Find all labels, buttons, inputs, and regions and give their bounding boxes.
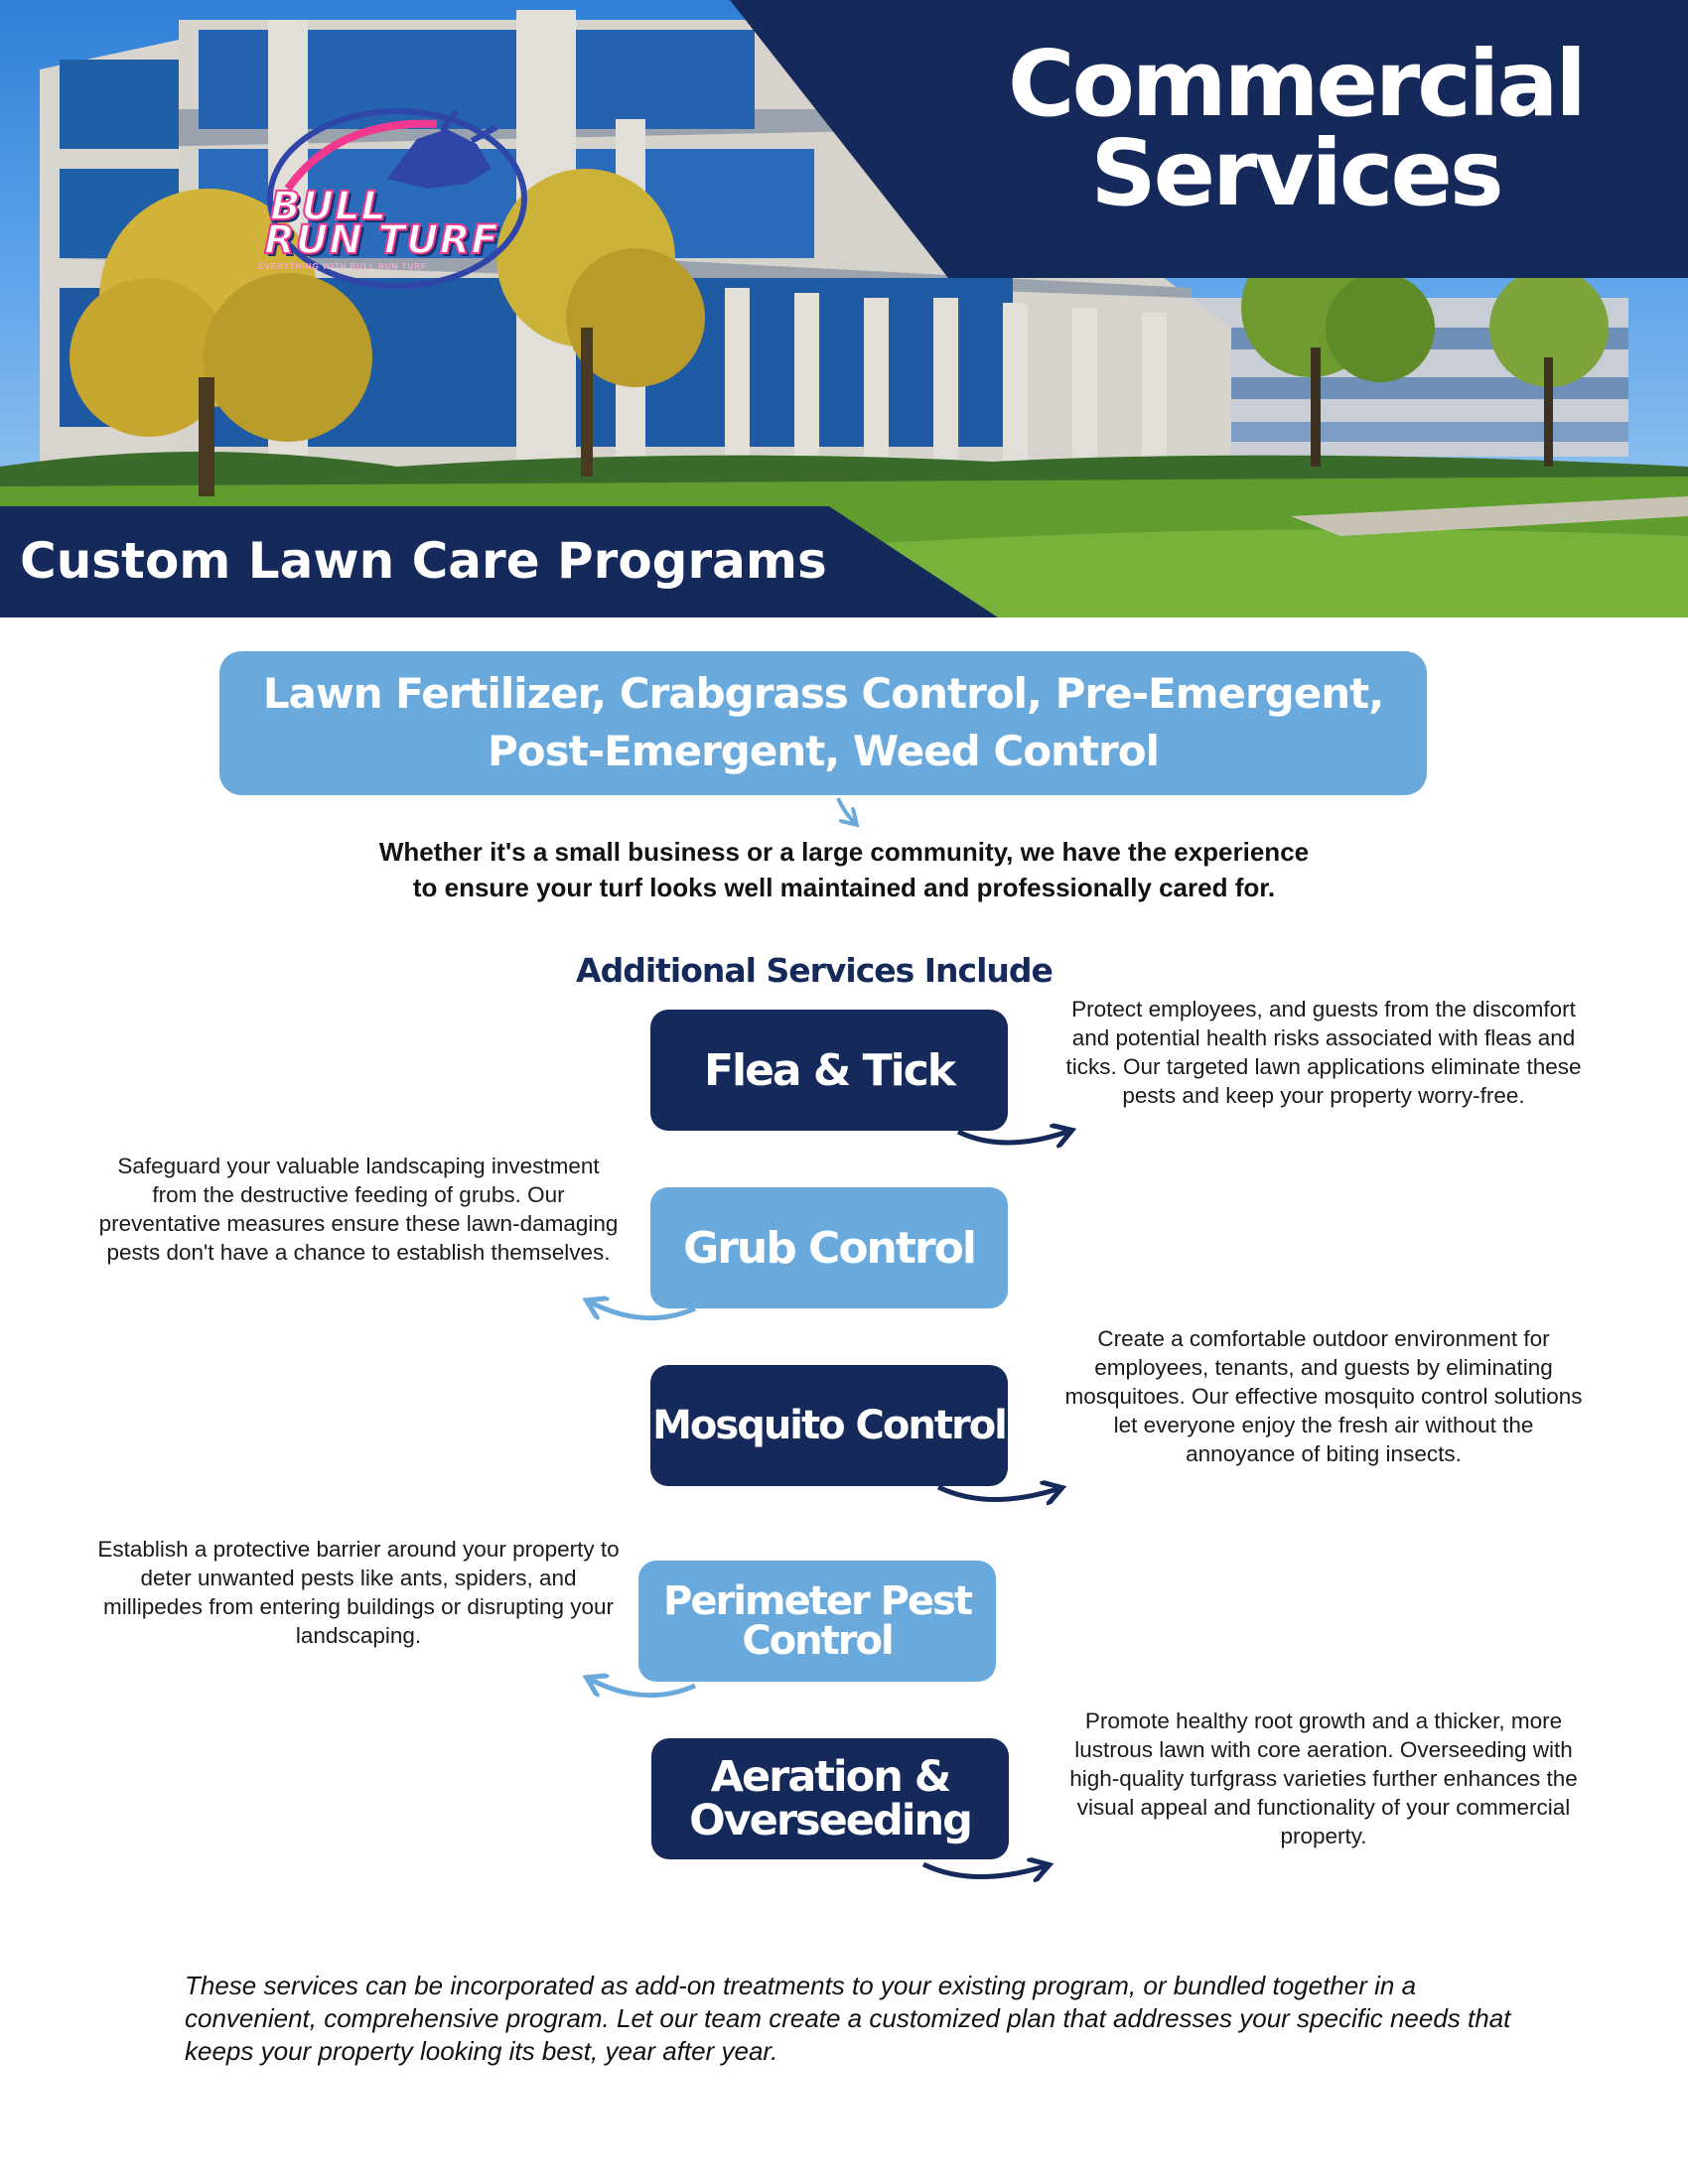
flea-tick-description: Protect employees, and guests from the d… xyxy=(1065,997,1582,1108)
intro-line2: to ensure your turf looks well maintaine… xyxy=(412,873,1276,902)
perimeter-pest-arrow xyxy=(591,1680,697,1699)
mosquito-control-card: Mosquito Control xyxy=(650,1365,1008,1486)
perimeter-pest-title-line2: Control xyxy=(742,1618,894,1664)
logo-line2: RUN TURF xyxy=(263,217,499,263)
banner-down-arrow xyxy=(836,797,854,822)
perimeter-pest-card: Perimeter Pest Control xyxy=(638,1561,996,1682)
core-services-line1: Lawn Fertilizer, Crabgrass Control, Pre-… xyxy=(262,669,1384,718)
mosquito-control-description: Create a comfortable outdoor environment… xyxy=(1064,1326,1583,1466)
perimeter-pest-title-line1: Perimeter Pest xyxy=(663,1578,973,1624)
intro-text: Whether it's a small business or a large… xyxy=(298,834,1390,905)
hero-banner: Commercial Services Custom Lawn Care Pro… xyxy=(0,0,1688,617)
logo-line1: BULL xyxy=(269,184,387,229)
mosquito-control-title: Mosquito Control xyxy=(652,1403,1008,1448)
grub-control-card: Grub Control xyxy=(650,1187,1008,1308)
additional-services-heading: Additional Services Include xyxy=(576,951,1054,990)
aeration-arrow xyxy=(921,1864,1045,1877)
core-services-banner: Lawn Fertilizer, Crabgrass Control, Pre-… xyxy=(219,651,1427,795)
grub-control-title: Grub Control xyxy=(683,1222,977,1274)
aeration-overseeding-card: Aeration & Overseeding xyxy=(651,1738,1009,1859)
bull-run-turf-logo: BULL RUN TURF EVERYTHING WITH BULL RUN T… xyxy=(248,99,536,298)
grub-control-description: Safeguard your valuable landscaping inve… xyxy=(98,1154,619,1265)
logo-tagline: EVERYTHING WITH BULL RUN TURF xyxy=(258,262,427,271)
hero-title-line2: Services xyxy=(1090,120,1503,226)
intro-line1: Whether it's a small business or a large… xyxy=(378,837,1310,867)
bull-icon xyxy=(267,108,527,289)
core-services-line2: Post-Emergent, Weed Control xyxy=(487,727,1160,775)
perimeter-pest-description: Establish a protective barrier around yo… xyxy=(97,1537,620,1648)
mosquito-control-arrow xyxy=(936,1487,1057,1500)
flea-tick-title: Flea & Tick xyxy=(703,1044,956,1096)
aeration-title-line1: Aeration & xyxy=(710,1752,952,1802)
hero-title-line1: Commercial xyxy=(1008,31,1587,137)
hero-title: Commercial Services xyxy=(953,31,1638,226)
grub-control-arrow xyxy=(591,1302,697,1321)
aeration-title-line2: Overseeding xyxy=(689,1796,973,1845)
closing-paragraph: These services can be incorporated as ad… xyxy=(185,1971,1511,2066)
aeration-overseeding-description: Promote healthy root growth and a thicke… xyxy=(1069,1708,1578,1848)
flea-tick-arrow xyxy=(956,1132,1067,1143)
flea-tick-card: Flea & Tick xyxy=(650,1010,1008,1131)
hero-subtitle: Custom Lawn Care Programs xyxy=(20,532,827,590)
hero-navy-panels xyxy=(0,0,1688,617)
